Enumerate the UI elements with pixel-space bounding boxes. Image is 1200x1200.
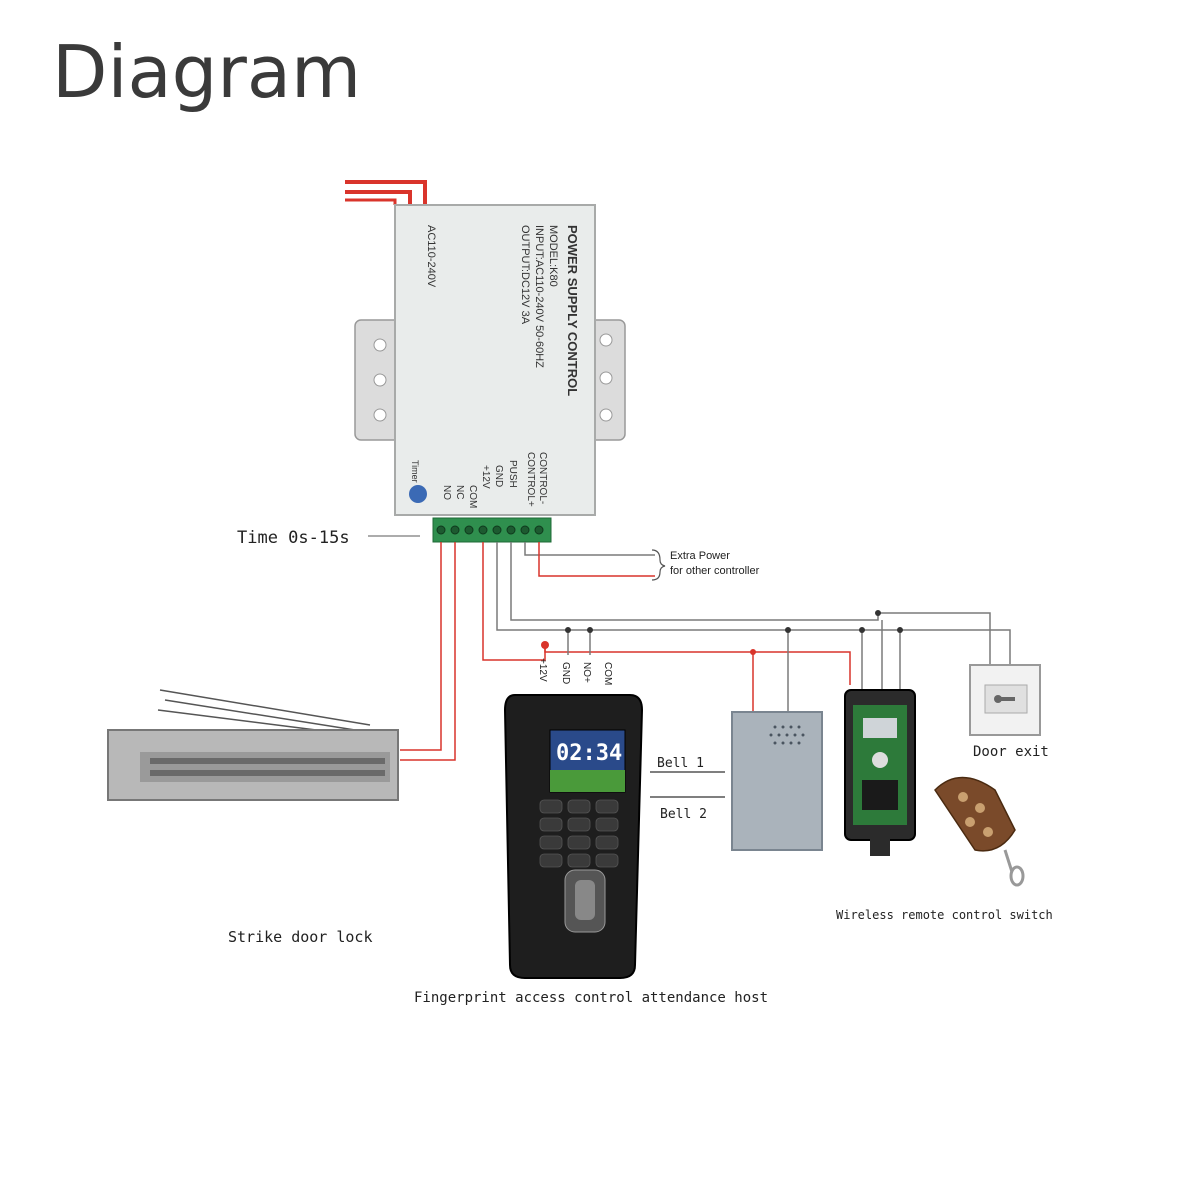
psu-terminal-label: PUSH <box>507 460 518 488</box>
psu-brand: POWER SUPPLY CONTROL <box>565 225 580 396</box>
bell-2-label: Bell 2 <box>660 807 707 822</box>
door-exit-button <box>969 664 1041 736</box>
timer-knob-icon <box>409 485 427 503</box>
host-terminal-label: NO+ <box>581 662 592 683</box>
remote-key-fob <box>934 776 1025 887</box>
time-delay-label: Time 0s-15s <box>237 528 350 548</box>
extra-power-sub-label: for other controller <box>670 565 760 577</box>
psu-terminal-label: GND <box>493 465 504 487</box>
extra-power-label: Extra Power <box>670 550 730 562</box>
host-clock: 02:34 <box>556 741 622 766</box>
keypad <box>539 799 619 868</box>
host-terminal-label: GND <box>560 662 571 684</box>
psu-model: MODEL:K80 <box>547 225 559 287</box>
door-exit-label: Door exit <box>973 744 1049 760</box>
psu-terminal-label: NC <box>454 485 465 499</box>
psu-timer-label: Timer <box>410 460 420 483</box>
wireless-switch-label: Wireless remote control switch <box>836 908 1053 922</box>
host-terminal-label: +12V <box>537 658 548 682</box>
key-icon <box>994 695 1015 703</box>
psu-output: OUTPUT:DC12V 3A <box>519 225 531 325</box>
power-supply-unit: POWER SUPPLY CONTROL MODEL:K80 INPUT:AC1… <box>354 204 626 543</box>
host-terminal-label: COM <box>602 662 613 685</box>
psu-terminal-label: CONTROL+ <box>525 452 536 507</box>
extra-power-wires <box>524 542 666 581</box>
wireless-receiver <box>844 689 916 856</box>
psu-terminal-label: NO <box>441 485 452 500</box>
fingerprint-host-label: Fingerprint access control attendance ho… <box>414 990 768 1006</box>
bell-1-label: Bell 1 <box>657 756 704 771</box>
magnetic-lock <box>107 689 399 801</box>
page-title: Diagram <box>52 30 362 114</box>
psu-terminal-label: +12V <box>480 465 491 489</box>
psu-ac-label: AC110-240V <box>425 225 437 288</box>
ac-input-wires <box>345 180 427 205</box>
psu-terminal-label: CONTROL- <box>537 452 548 504</box>
psu-input: INPUT:AC110-240V 50-60HZ <box>533 225 545 368</box>
door-bell <box>731 711 823 851</box>
strike-lock-label: Strike door lock <box>228 928 373 946</box>
fingerprint-host: 02:34 <box>503 694 644 979</box>
main-wiring <box>400 542 1011 761</box>
psu-terminal-label: COM <box>467 485 478 508</box>
